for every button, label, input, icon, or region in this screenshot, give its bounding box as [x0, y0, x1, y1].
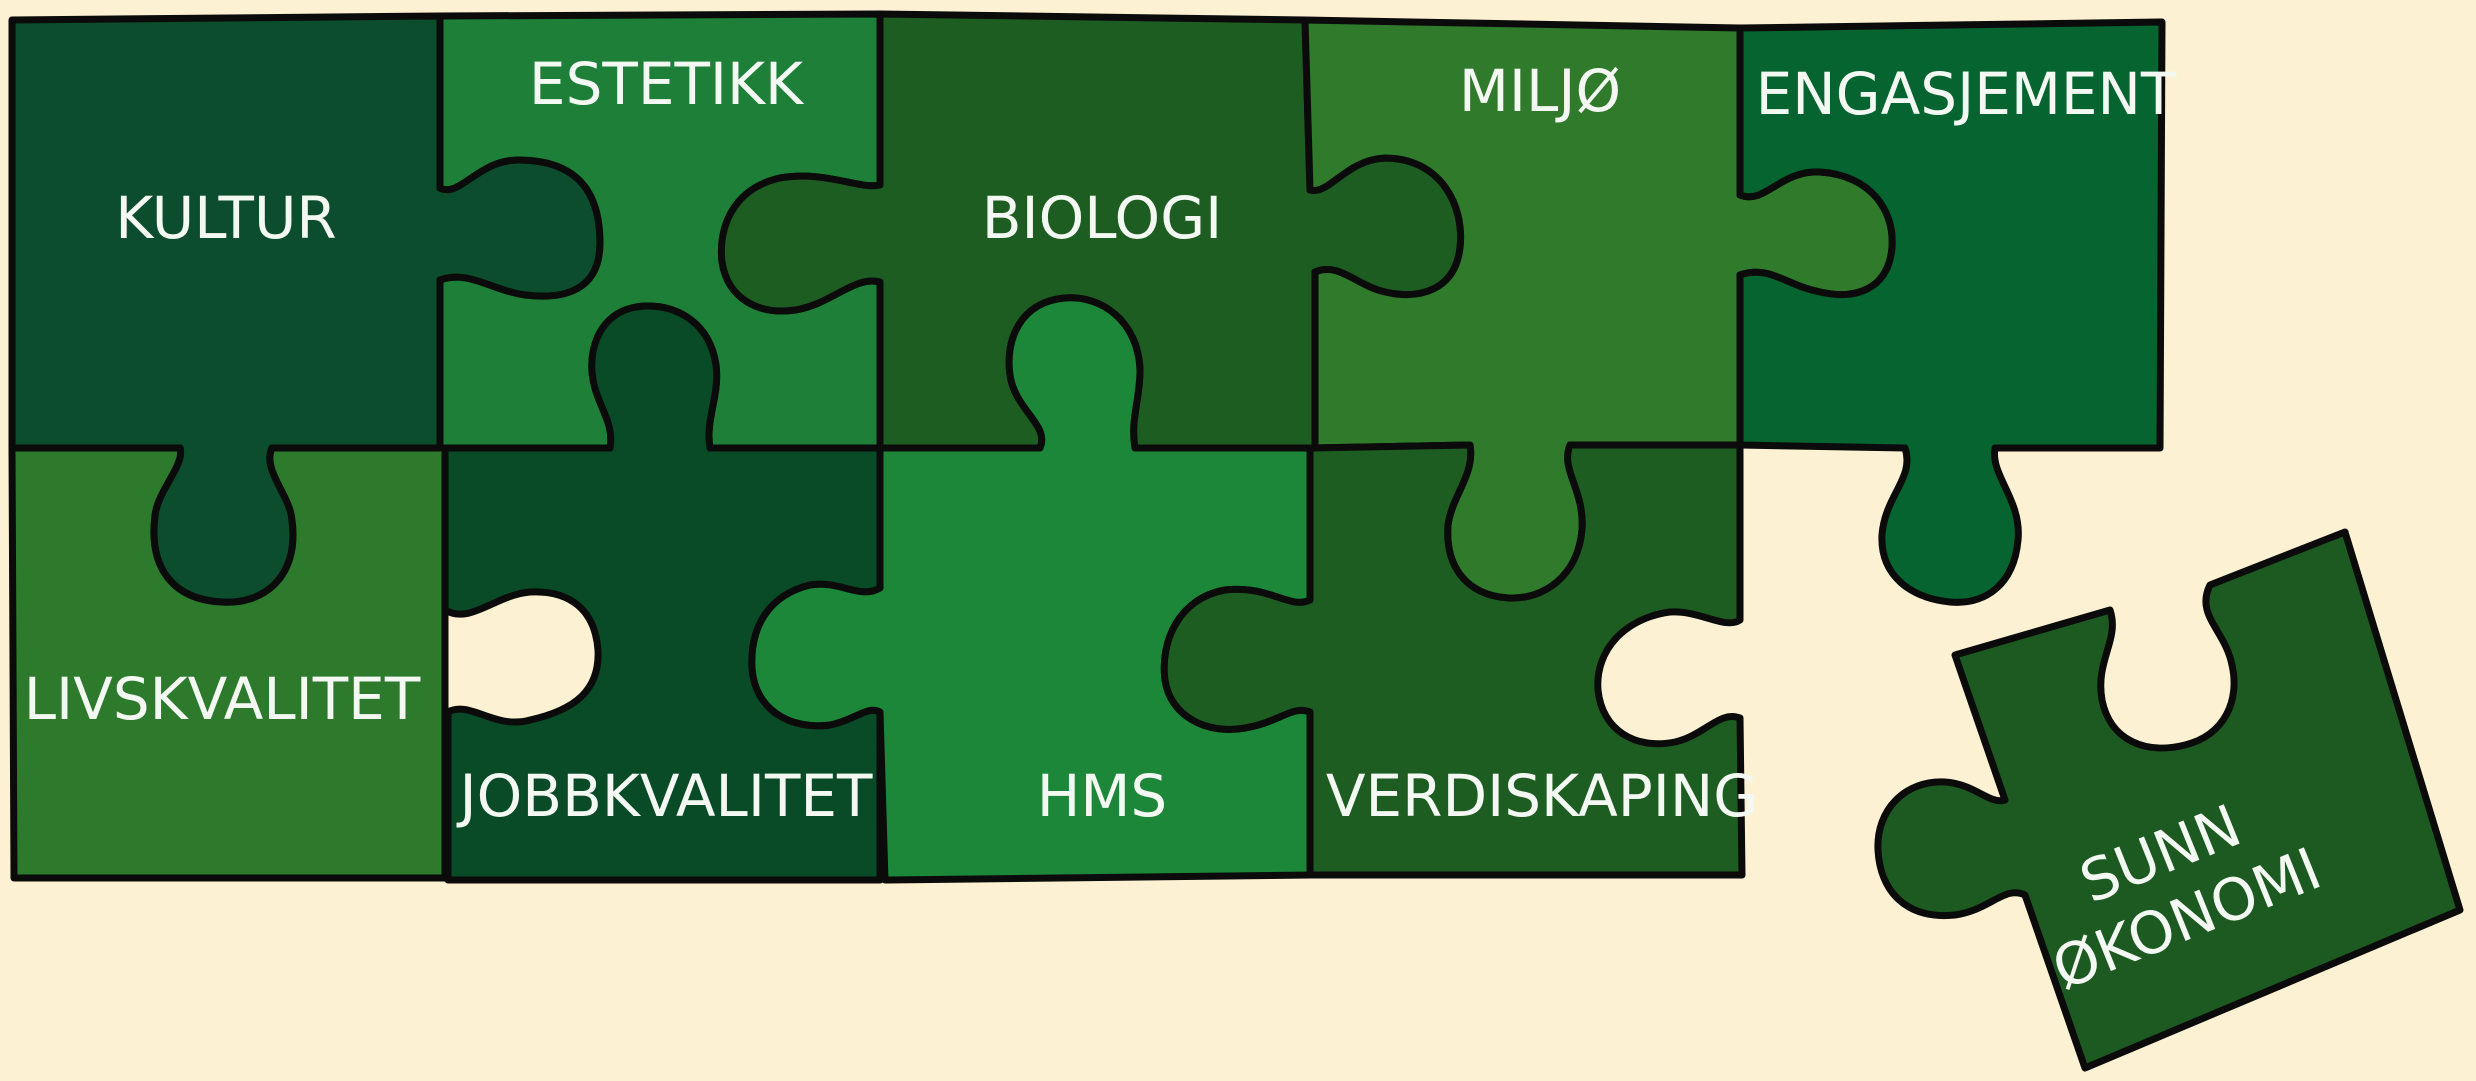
piece-jobbkvalitet-label: JOBBKVALITET	[457, 762, 874, 830]
piece-sunn-okonomi: SUNN ØKONOMI	[1878, 532, 2460, 1068]
piece-sunn-okonomi-shape	[1878, 532, 2460, 1068]
piece-kultur-label: KULTUR	[115, 184, 336, 252]
piece-estetikk-label: ESTETIKK	[529, 50, 805, 118]
piece-hms-label: HMS	[1037, 762, 1167, 830]
piece-miljo-label: MILJØ	[1459, 57, 1621, 125]
piece-verdiskaping-label: VERDISKAPING	[1326, 762, 1758, 830]
piece-engasjement-label: ENGASJEMENT	[1756, 60, 2177, 128]
piece-biologi-label: BIOLOGI	[982, 184, 1223, 252]
piece-engasjement: ENGASJEMENT	[1740, 22, 2177, 602]
piece-livskvalitet-label: LIVSKVALITET	[24, 665, 421, 733]
